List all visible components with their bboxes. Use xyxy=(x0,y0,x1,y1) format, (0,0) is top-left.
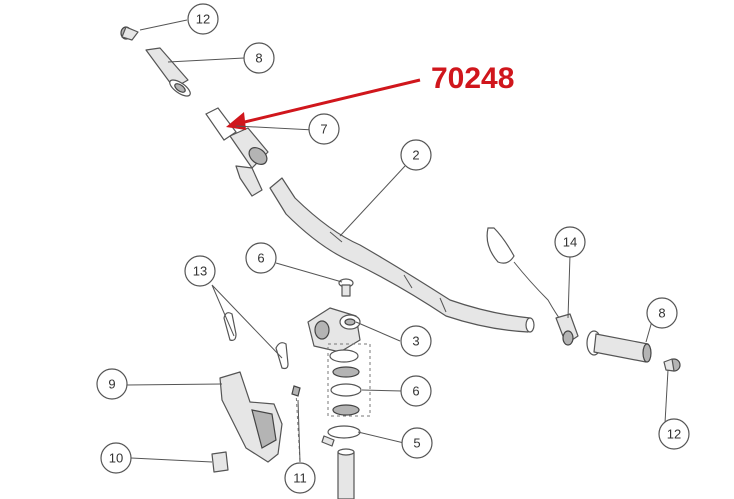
steering-clamp xyxy=(321,425,361,447)
callout-8-top: 8 xyxy=(243,42,275,74)
svg-text:14: 14 xyxy=(563,235,577,250)
callout-12-top: 12 xyxy=(187,3,219,35)
callout-11: 11 xyxy=(284,462,316,494)
right-bar-end-plug xyxy=(663,358,681,372)
bracket-screw xyxy=(291,385,301,463)
svg-text:10: 10 xyxy=(109,451,123,466)
left-grip xyxy=(145,47,191,97)
handlebar xyxy=(269,177,535,333)
svg-text:8: 8 xyxy=(658,306,665,321)
top-cap-bolt xyxy=(338,278,354,297)
callout-5: 5 xyxy=(401,427,433,459)
callout-12-right: 12 xyxy=(658,418,690,450)
svg-text:11: 11 xyxy=(293,471,307,486)
stem-clamp xyxy=(307,307,361,353)
rubber-pad xyxy=(211,451,229,473)
callout-6-top: 6 xyxy=(245,242,277,274)
left-bar-end-plug xyxy=(120,26,139,41)
right-grip xyxy=(586,330,652,363)
clips xyxy=(223,312,289,370)
steering-column xyxy=(337,448,355,499)
callout-2: 2 xyxy=(400,139,432,171)
svg-text:6: 6 xyxy=(257,251,264,266)
callout-13: 13 xyxy=(184,255,216,287)
callout-14: 14 xyxy=(554,226,586,258)
callout-6-mid: 6 xyxy=(400,375,432,407)
highlight-arrow xyxy=(226,78,421,130)
svg-text:13: 13 xyxy=(193,264,207,279)
svg-text:3: 3 xyxy=(412,334,419,349)
spacer-stack xyxy=(327,343,371,417)
mounting-bracket xyxy=(219,371,283,463)
callout-10: 10 xyxy=(100,442,132,474)
svg-text:12: 12 xyxy=(667,427,681,442)
throttle-assembly xyxy=(205,107,269,197)
svg-text:12: 12 xyxy=(196,12,210,27)
lanyard-kill-switch xyxy=(486,227,579,346)
callout-7: 7 xyxy=(308,113,340,145)
svg-text:9: 9 xyxy=(108,377,115,392)
callout-9: 9 xyxy=(96,368,128,400)
svg-text:7: 7 xyxy=(320,122,327,137)
svg-text:6: 6 xyxy=(412,384,419,399)
callout-3: 3 xyxy=(400,325,432,357)
svg-text:2: 2 xyxy=(412,148,419,163)
highlight-part-number: 70248 xyxy=(431,62,514,95)
svg-text:8: 8 xyxy=(255,51,262,66)
svg-text:5: 5 xyxy=(413,436,420,451)
callout-8-right: 8 xyxy=(646,297,678,329)
